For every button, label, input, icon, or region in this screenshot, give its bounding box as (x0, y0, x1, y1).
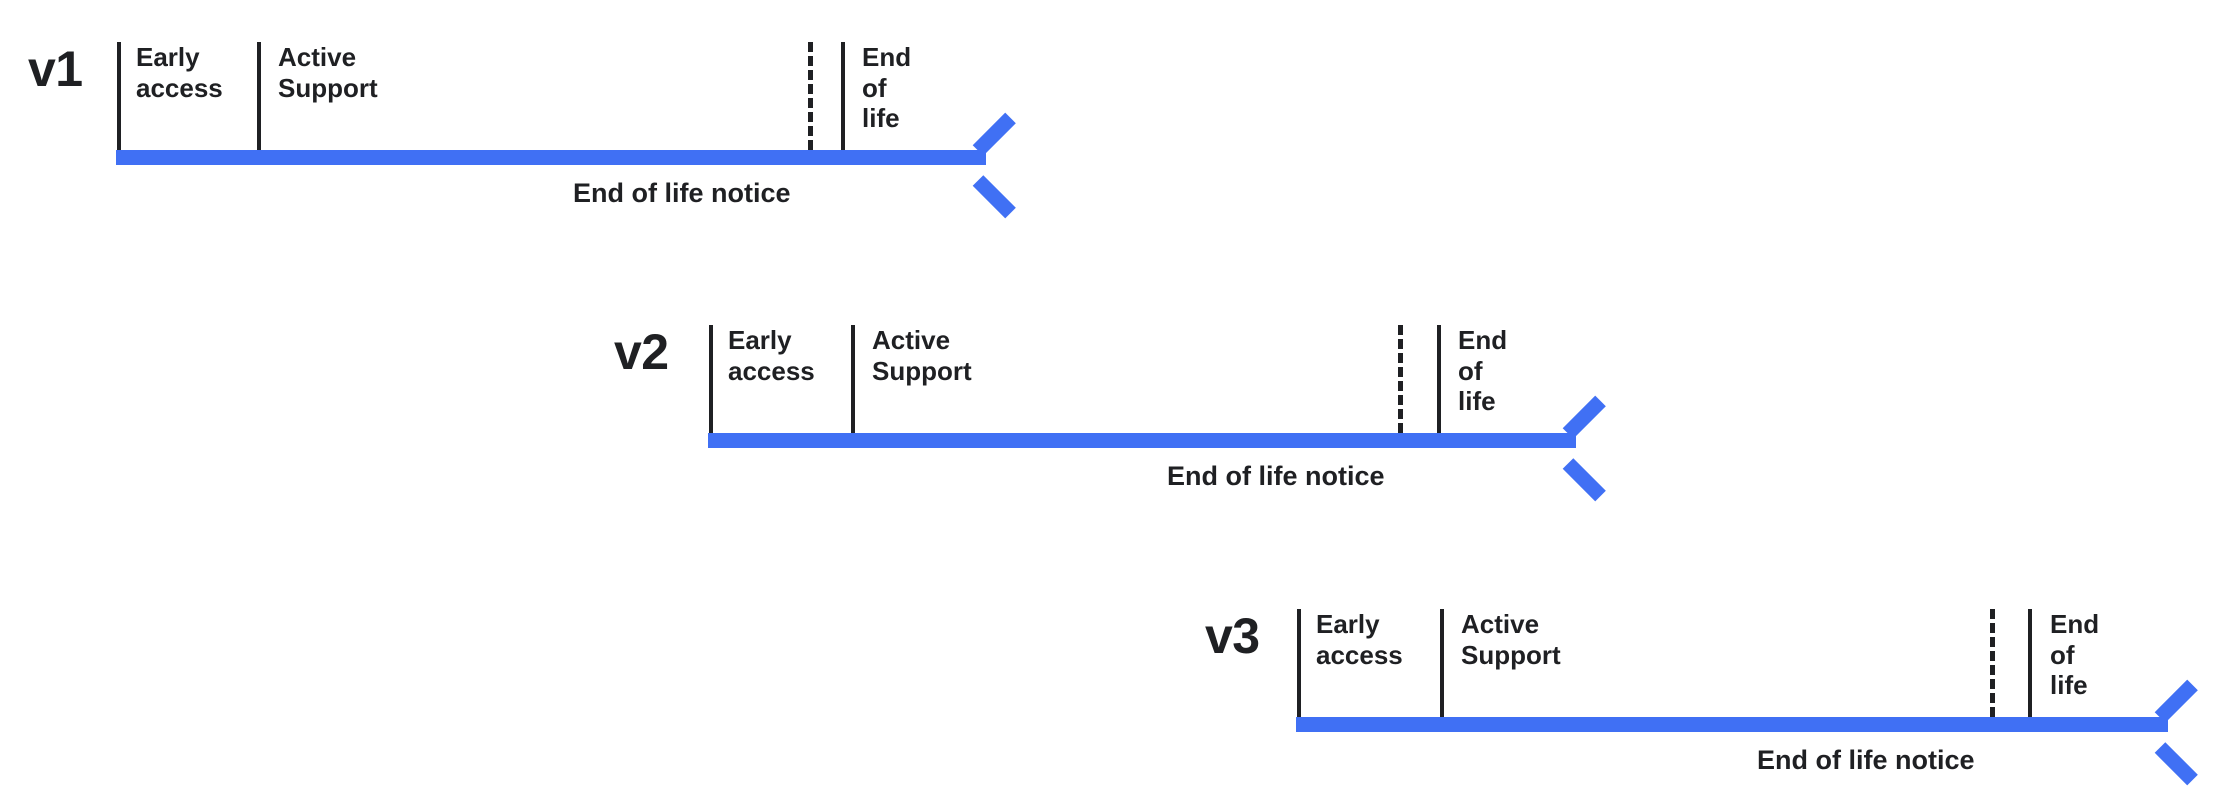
phase-label-end-of-life-v3: End of life (2050, 609, 2100, 701)
version-label-v3: v3 (1205, 608, 1260, 664)
phase-label-end-of-life-v2: End of life (1458, 325, 1508, 417)
notice-label-v3: End of life notice (1757, 745, 1975, 775)
phase-divider-start-v1 (117, 42, 121, 150)
timeline-bar-v3 (1296, 717, 2168, 732)
phase-divider-early-access-end-v3 (1440, 609, 1444, 717)
version-label-v2: v2 (614, 324, 669, 380)
phase-divider-end-of-life-v2 (1437, 325, 1441, 433)
version-label-v1: v1 (28, 41, 83, 97)
timeline-bar-v1 (116, 150, 986, 165)
timeline-arrow-icon-v3 (2160, 702, 2206, 748)
phase-divider-end-of-life-v1 (841, 42, 845, 150)
end-of-life-notice-marker-v1 (808, 42, 813, 150)
timeline-arrow-icon-v2 (1568, 418, 1614, 464)
phase-label-early-access-v1: Early access (136, 42, 223, 103)
end-of-life-notice-marker-v3 (1990, 609, 1995, 717)
notice-label-v2: End of life notice (1167, 461, 1385, 491)
phase-label-active-support-v1: Active Support (278, 42, 378, 103)
timeline-bar-v2 (708, 433, 1576, 448)
phase-label-early-access-v2: Early access (728, 325, 815, 386)
phase-label-end-of-life-v1: End of life (862, 42, 912, 134)
phase-divider-start-v3 (1297, 609, 1301, 717)
phase-label-active-support-v2: Active Support (872, 325, 972, 386)
end-of-life-notice-marker-v2 (1398, 325, 1403, 433)
phase-divider-start-v2 (709, 325, 713, 433)
phase-divider-end-of-life-v3 (2028, 609, 2032, 717)
phase-divider-early-access-end-v2 (851, 325, 855, 433)
timeline-arrow-icon-v1 (978, 135, 1024, 181)
phase-divider-early-access-end-v1 (257, 42, 261, 150)
phase-label-active-support-v3: Active Support (1461, 609, 1561, 670)
phase-label-early-access-v3: Early access (1316, 609, 1403, 670)
notice-label-v1: End of life notice (573, 178, 791, 208)
